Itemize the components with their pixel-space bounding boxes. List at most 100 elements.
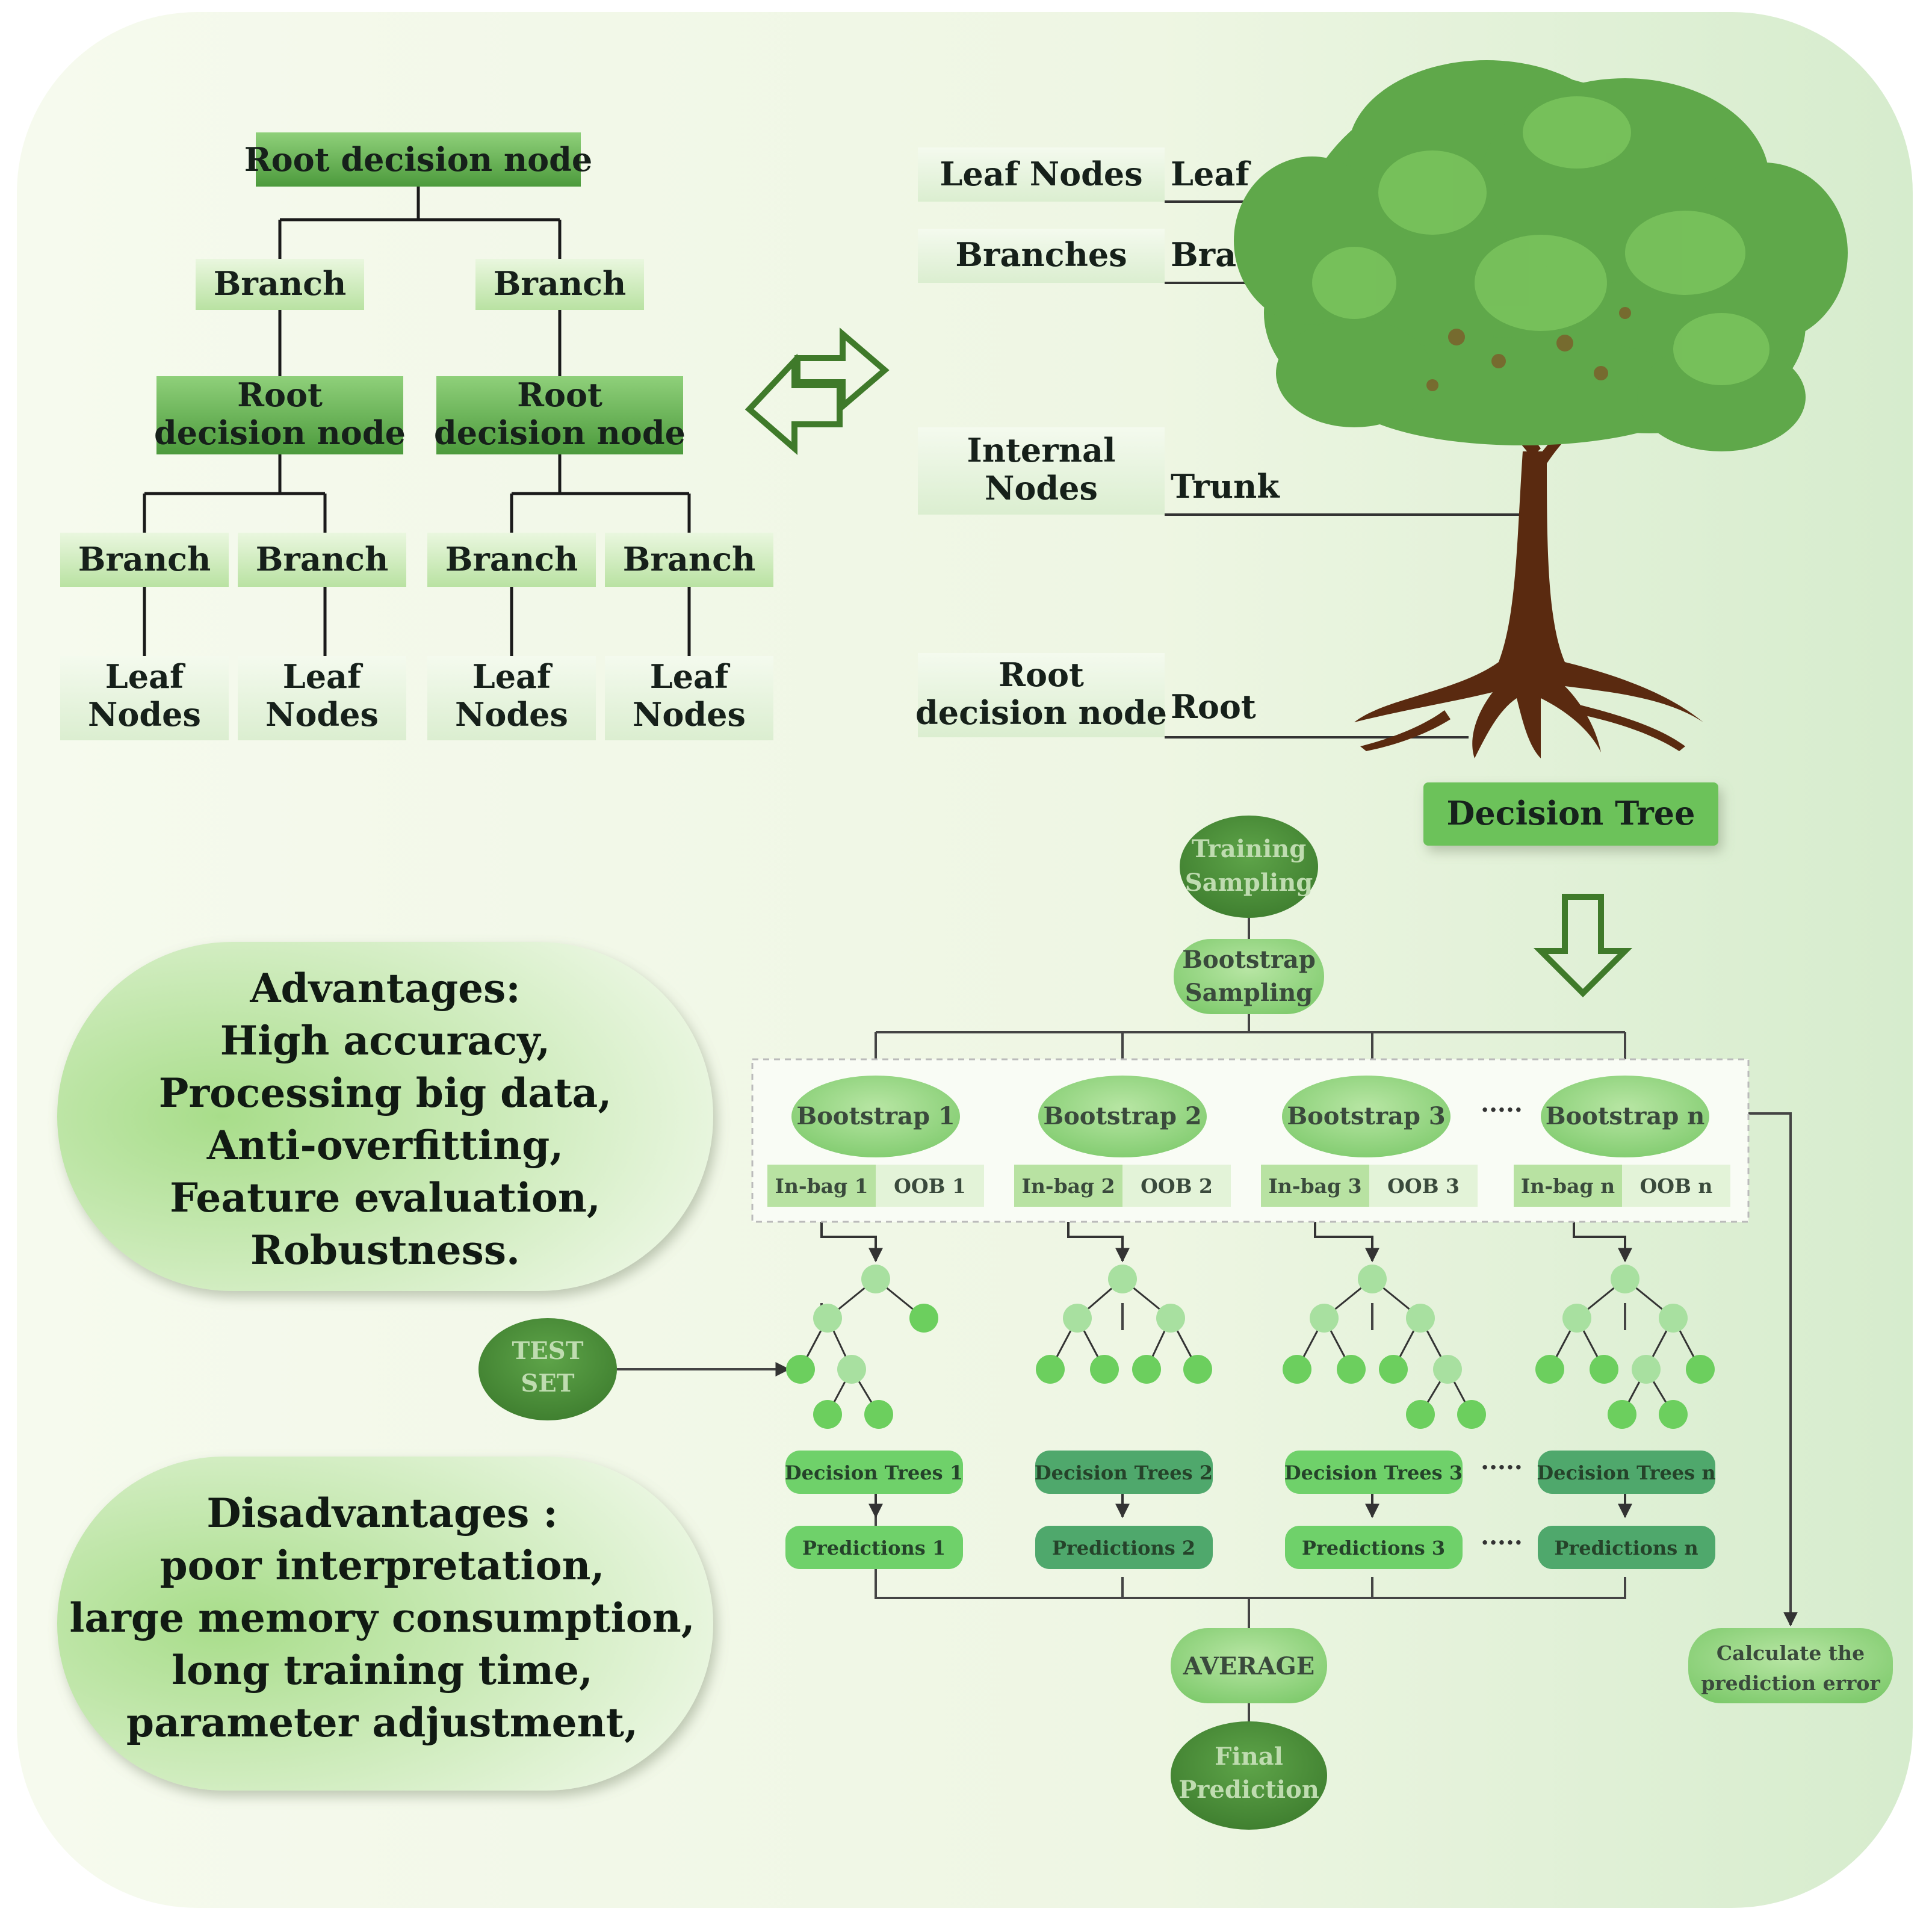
svg-text:Nodes: Nodes: [455, 695, 568, 734]
ellipsis-bootstraps: ·····: [1481, 1096, 1523, 1124]
svg-text:Root: Root: [237, 376, 323, 414]
disadvantages-bubble: Disadvantages : poor interpretation, lar…: [57, 1457, 713, 1791]
svg-text:OOB n: OOB n: [1640, 1174, 1713, 1198]
svg-text:Decision Trees 3: Decision Trees 3: [1284, 1461, 1463, 1484]
root-decision-node-top: Root decision node: [244, 132, 593, 187]
svg-text:Disadvantages :: Disadvantages :: [206, 1490, 557, 1537]
svg-text:In-bag 1: In-bag 1: [775, 1174, 868, 1198]
test-set-node: TEST SET: [478, 1318, 617, 1420]
svg-text:Bootstrap 1: Bootstrap 1: [796, 1102, 955, 1130]
svg-text:Decision Tree: Decision Tree: [1447, 794, 1695, 832]
svg-text:In-bag n: In-bag n: [1521, 1174, 1615, 1198]
svg-text:Branch: Branch: [78, 540, 211, 578]
mini-trees: [786, 1265, 1715, 1429]
svg-text:Nodes: Nodes: [633, 695, 746, 734]
svg-text:Leaf: Leaf: [105, 657, 186, 696]
svg-text:Trunk: Trunk: [1171, 467, 1280, 506]
svg-text:Leaf: Leaf: [650, 657, 731, 696]
svg-text:Decision Trees n: Decision Trees n: [1537, 1461, 1715, 1484]
mini-tree-3: [1283, 1265, 1486, 1429]
svg-text:Branch: Branch: [494, 264, 626, 303]
predictions-row: Predictions 1 Predictions 2 Predictions …: [785, 1526, 1715, 1569]
svg-text:Root: Root: [1171, 687, 1256, 726]
tree-diagram: [143, 187, 691, 656]
svg-text:Advantages:: Advantages:: [249, 965, 520, 1012]
mini-tree-2: [1036, 1265, 1212, 1384]
svg-text:decision node: decision node: [915, 693, 1167, 732]
svg-text:decision node: decision node: [154, 413, 406, 452]
mini-tree-1: [786, 1265, 938, 1429]
svg-text:Branch: Branch: [256, 540, 388, 578]
branch-level-1: Branch Branch: [196, 259, 644, 310]
svg-text:Nodes: Nodes: [265, 695, 379, 734]
svg-text:Calculate the: Calculate the: [1717, 1641, 1865, 1665]
svg-text:In-bag 3: In-bag 3: [1268, 1174, 1361, 1198]
svg-text:Predictions 3: Predictions 3: [1302, 1537, 1445, 1559]
svg-text:In-bag 2: In-bag 2: [1021, 1174, 1115, 1198]
branch-level-3: Branch Branch Branch Branch: [60, 533, 773, 587]
root-decision-node-level-2: Root decision node Root decision node: [154, 376, 686, 454]
svg-text:Bootstrap 3: Bootstrap 3: [1287, 1102, 1445, 1130]
double-arrow-icon: [745, 327, 890, 455]
svg-text:long training time,: long training time,: [172, 1647, 593, 1694]
advantages-bubble: Advantages: High accuracy, Processing bi…: [57, 942, 713, 1291]
final-prediction-node: Final Prediction: [1171, 1721, 1327, 1830]
background-panel: [17, 12, 1913, 1908]
decision-trees-row: Decision Trees 1 Decision Trees 2 Decisi…: [785, 1451, 1716, 1494]
leaf-nodes: Leaf Nodes Leaf Nodes Leaf Nodes Leaf No…: [60, 656, 773, 740]
svg-text:Leaf Nodes: Leaf Nodes: [940, 155, 1142, 193]
svg-text:Branches: Branches: [955, 235, 1127, 274]
svg-text:High accuracy,: High accuracy,: [220, 1017, 550, 1064]
svg-text:Training: Training: [1192, 835, 1306, 863]
svg-text:Predictions 1: Predictions 1: [802, 1537, 946, 1559]
bootstrap-n: Bootstrap n In-bag n OOB n: [1514, 1076, 1730, 1207]
svg-text:Bootstrap 2: Bootstrap 2: [1043, 1102, 1201, 1130]
svg-text:Decision Trees 2: Decision Trees 2: [1035, 1461, 1213, 1484]
svg-text:Decision Trees 1: Decision Trees 1: [785, 1461, 963, 1484]
svg-text:·····: ·····: [1481, 1529, 1523, 1557]
calculate-prediction-error-node: Calculate the prediction error: [1688, 1628, 1893, 1703]
bootstrap-2: Bootstrap 2 In-bag 2 OOB 2: [1014, 1076, 1231, 1207]
svg-text:Branch: Branch: [623, 540, 755, 578]
svg-text:Root: Root: [999, 655, 1084, 694]
svg-text:OOB 3: OOB 3: [1387, 1174, 1460, 1198]
tree-illustration: [1234, 60, 1848, 758]
svg-text:Root decision node: Root decision node: [244, 140, 593, 179]
svg-text:Bootstrap: Bootstrap: [1182, 946, 1316, 974]
svg-text:parameter adjustment,: parameter adjustment,: [126, 1699, 638, 1746]
bootstrap-sampling-node: Bootstrap Sampling: [1174, 939, 1324, 1014]
svg-text:Sampling: Sampling: [1185, 979, 1313, 1007]
decision-tree-caption: Decision Tree: [1423, 782, 1718, 846]
svg-text:OOB 2: OOB 2: [1141, 1174, 1213, 1198]
svg-text:·····: ·····: [1481, 1454, 1523, 1482]
average-node: AVERAGE: [1171, 1628, 1327, 1703]
svg-text:Predictions 2: Predictions 2: [1052, 1537, 1195, 1559]
svg-text:Bootstrap n: Bootstrap n: [1546, 1102, 1705, 1130]
down-arrow-icon: [1533, 894, 1633, 998]
svg-text:Leaf: Leaf: [283, 657, 364, 696]
svg-text:Leaf: Leaf: [1171, 155, 1251, 193]
svg-text:AVERAGE: AVERAGE: [1183, 1652, 1315, 1680]
svg-text:Branch: Branch: [445, 540, 578, 578]
svg-text:Final: Final: [1215, 1742, 1283, 1771]
svg-text:large memory consumption,: large memory consumption,: [69, 1594, 695, 1641]
svg-text:poor interpretation,: poor interpretation,: [160, 1542, 605, 1589]
svg-text:Leaf: Leaf: [472, 657, 553, 696]
svg-text:decision node: decision node: [434, 413, 686, 452]
rf-inbag-arrows: [820, 1213, 1632, 1519]
bootstrap-1: Bootstrap 1 In-bag 1 OOB 1: [767, 1076, 984, 1207]
svg-text:Internal: Internal: [967, 431, 1115, 469]
svg-text:Anti-overfitting,: Anti-overfitting,: [206, 1122, 563, 1169]
svg-text:TEST: TEST: [512, 1337, 584, 1365]
svg-text:Robustness.: Robustness.: [250, 1227, 520, 1274]
svg-text:Nodes: Nodes: [88, 695, 201, 734]
svg-text:Predictions n: Predictions n: [1554, 1537, 1698, 1559]
tree-legend: Leaf Nodes Leaf Branches Branch Internal…: [915, 147, 1529, 739]
svg-text:OOB 1: OOB 1: [894, 1174, 966, 1198]
svg-text:Feature evaluation,: Feature evaluation,: [170, 1174, 601, 1221]
bootstrap-3: Bootstrap 3 In-bag 3 OOB 3: [1261, 1076, 1478, 1207]
svg-text:Sampling: Sampling: [1185, 869, 1313, 897]
svg-text:Branch: Branch: [214, 264, 346, 303]
svg-text:SET: SET: [521, 1369, 574, 1398]
